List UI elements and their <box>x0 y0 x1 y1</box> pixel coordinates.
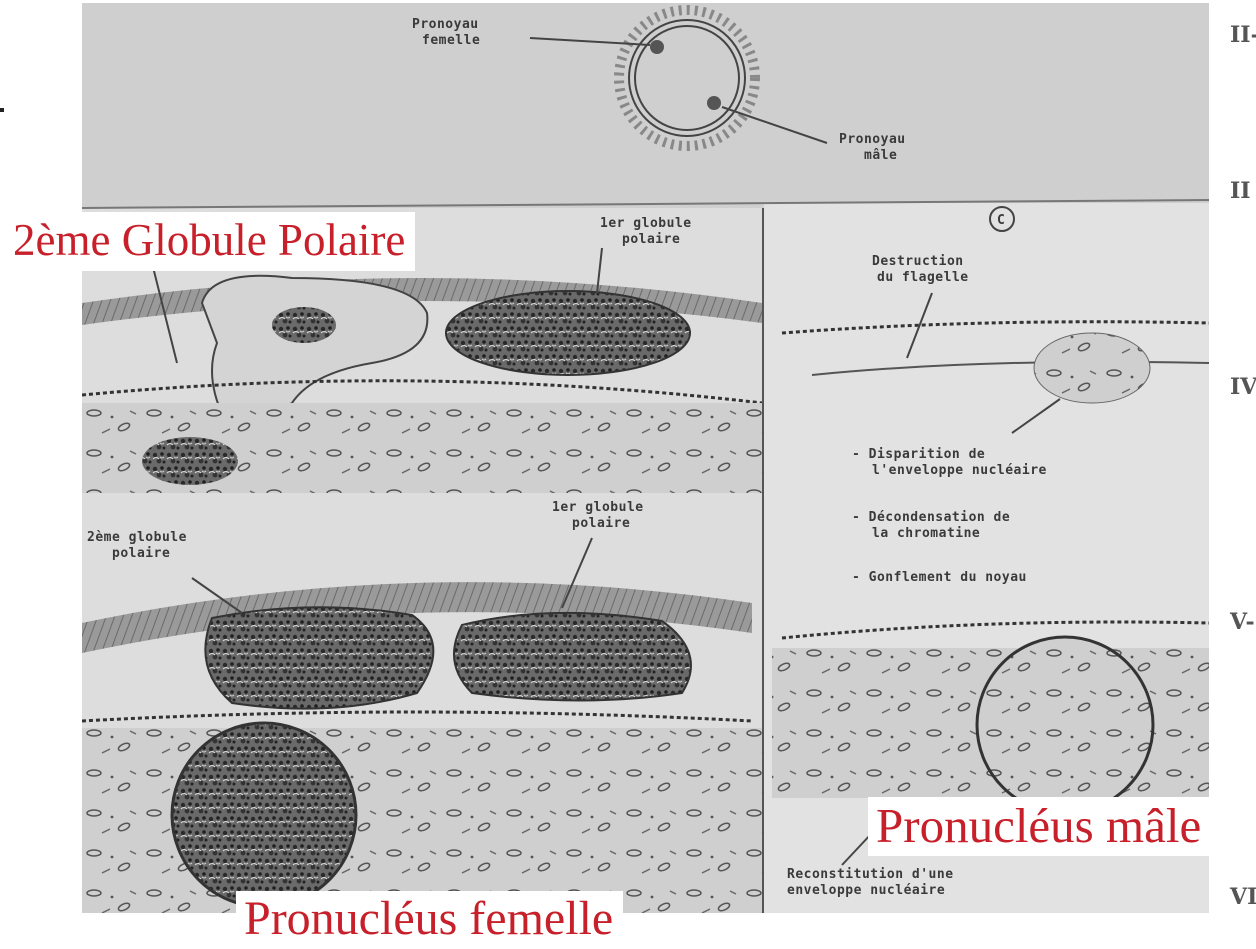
stray-mark <box>0 108 4 112</box>
second-polar-body-label: 2ème Globule Polaire <box>5 212 415 271</box>
male-pronucleus-small <box>707 96 721 110</box>
female-pronucleus-label: Pronucléus femelle <box>236 891 623 949</box>
side-numeral-3: IV <box>1230 374 1256 400</box>
male-pronucleus-label: Pronucléus mâle <box>868 797 1211 856</box>
female-pronucleus-small <box>650 40 664 54</box>
side-numeral-2: II <box>1230 178 1251 204</box>
side-numeral-1: II- <box>1230 22 1256 48</box>
side-numeral-4: V- <box>1230 609 1255 635</box>
panel-mark: C <box>997 213 1005 228</box>
top-panel <box>82 3 1209 208</box>
swelling-text: - Gonflement du noyau <box>852 570 1027 585</box>
side-numeral-5: VI <box>1230 884 1256 910</box>
